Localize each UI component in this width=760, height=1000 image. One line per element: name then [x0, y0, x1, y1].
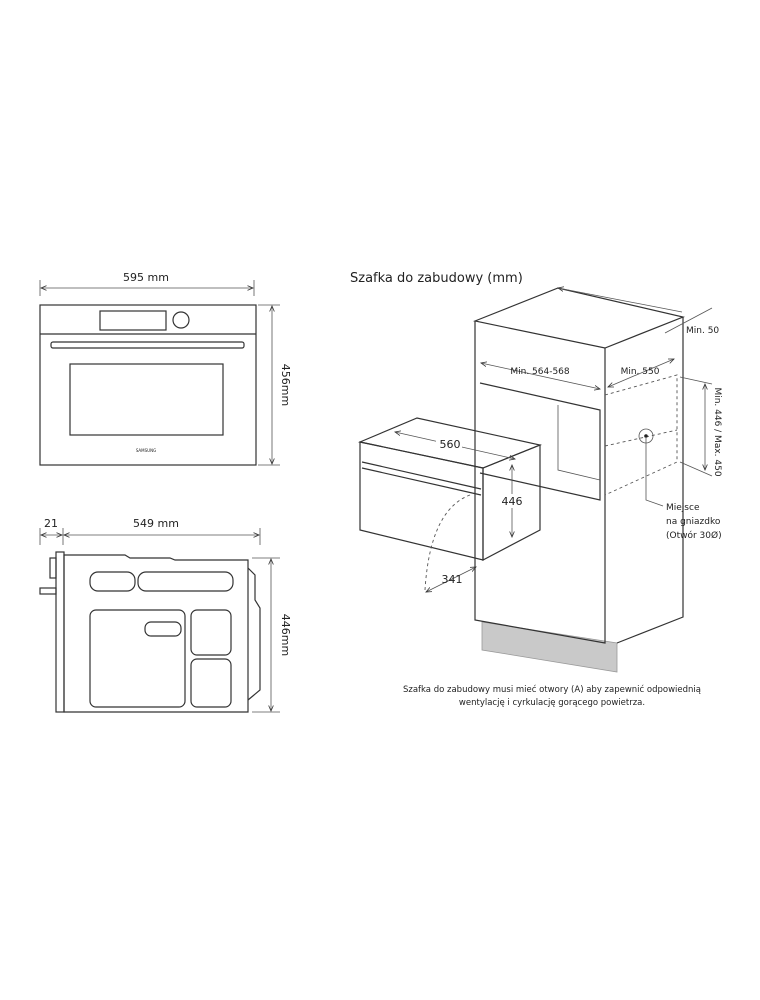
oven-front	[359, 441, 484, 561]
display-panel	[99, 310, 167, 331]
front-panel-profile	[55, 551, 65, 713]
ventilation-note-line2: wentylację i cyrkulację gorącego powietr…	[459, 698, 645, 708]
side-height-label: 446mm	[279, 614, 292, 656]
socket-label-line2: na gniazdko	[666, 517, 721, 527]
cabinet-title: Szafka do zabudowy (mm)	[350, 271, 523, 286]
socket-label-line1: Miejsce	[666, 503, 700, 513]
ventilation-note-line1: Szafka do zabudowy musi mieć otwory (A) …	[403, 684, 701, 695]
door-window	[69, 363, 224, 436]
socket-label-line3: (Otwór 30Ø)	[666, 530, 722, 541]
cabinet-top	[472, 287, 686, 349]
opening-width-label: Min. 564-568	[510, 367, 570, 377]
front-width-label: 595 mm	[123, 271, 169, 284]
front-view: 595 mm SAMSUNG 456mm	[39, 271, 292, 466]
brand-logo: SAMSUNG	[136, 448, 156, 453]
side-view: 21 549 mm 446mm	[39, 517, 292, 713]
opening-height-label: Min. 446 / Max. 450	[712, 387, 722, 476]
front-height-label: 456mm	[279, 364, 292, 406]
min-top-gap-label: Min. 50	[686, 326, 719, 336]
oven-body-side	[63, 554, 249, 713]
control-knob	[172, 311, 190, 329]
oven-width-label: 560	[440, 438, 461, 451]
door-swing-label: 341	[442, 573, 463, 586]
vent-slot	[89, 571, 136, 592]
cabinet-plinth	[481, 621, 618, 673]
vent-slot	[137, 571, 234, 592]
oven-height-label: 446	[502, 495, 523, 508]
side-depth-label: 549 mm	[133, 517, 179, 530]
front-depth-label: 21	[44, 517, 58, 530]
opening-depth-label: Min. 550	[621, 367, 660, 377]
door-handle	[50, 341, 245, 349]
oven-front-outline	[39, 304, 257, 466]
cabinet-diagram: Szafka do zabudowy (mm) Min. 50 Min. 564…	[350, 271, 722, 708]
